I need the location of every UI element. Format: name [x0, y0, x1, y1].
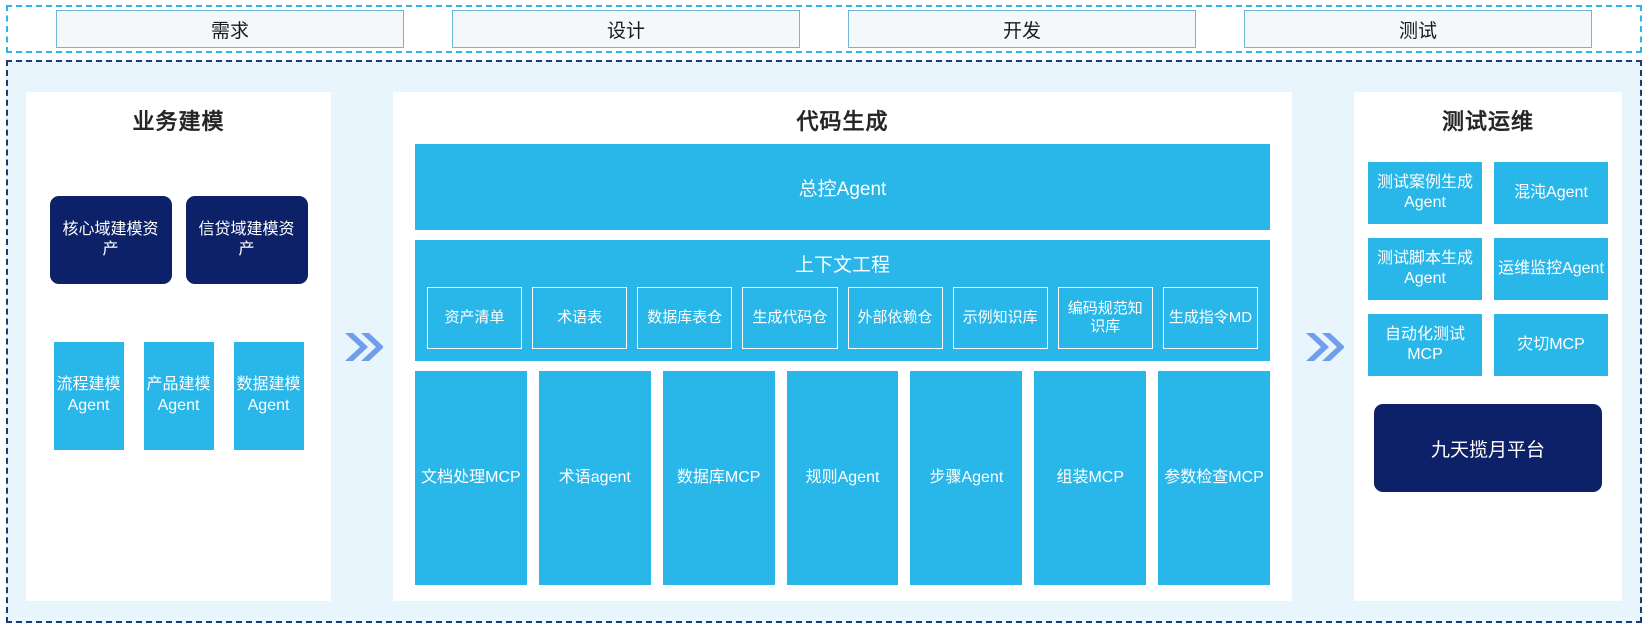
tool-rule-agent[interactable]: 规则Agent — [786, 371, 899, 585]
ops-grid: 测试案例生成Agent 混沌Agent 测试脚本生成Agent 运维监控Agen… — [1368, 162, 1608, 376]
ops-test-script-generation-agent[interactable]: 测试脚本生成Agent — [1368, 238, 1482, 300]
controller-agent-bar[interactable]: 总控Agent — [415, 144, 1270, 230]
context-item-label: 编码规范知识库 — [1067, 299, 1143, 335]
tool-label: 步骤Agent — [929, 468, 1004, 486]
tool-label: 规则Agent — [805, 468, 880, 486]
ops-label: 测试案例生成Agent — [1376, 173, 1473, 211]
modeling-agent-row: 流程建模Agent 产品建模Agent 数据建模Agent — [40, 342, 317, 450]
context-item-label: 生成指令MD — [1168, 308, 1253, 326]
tool-label: 术语agent — [558, 468, 631, 486]
ops-label: 混沌Agent — [1514, 183, 1588, 201]
ops-disaster-switch-mcp[interactable]: 灾切MCP — [1494, 314, 1608, 376]
ops-label: 运维监控Agent — [1498, 259, 1604, 277]
asset-label: 信贷域建模资产 — [198, 220, 295, 258]
panel-test-operations: 测试运维 测试案例生成Agent 混沌Agent 测试脚本生成Agent — [1354, 92, 1622, 601]
asset-label: 核心域建模资产 — [62, 220, 159, 258]
agent-label: 数据建模Agent — [236, 376, 301, 414]
asset-box-core-domain[interactable]: 核心域建模资产 — [49, 196, 172, 284]
tool-label: 文档处理MCP — [421, 468, 521, 486]
context-item-label: 数据库表仓 — [647, 308, 723, 326]
panel-title-business-modeling: 业务建模 — [132, 109, 225, 134]
tool-label: 参数检查MCP — [1164, 468, 1264, 486]
phase-label: 设计 — [606, 20, 645, 42]
context-item-asset-inventory[interactable]: 资产清单 — [427, 287, 523, 349]
asset-row: 核心域建模资产 信贷域建模资产 — [40, 196, 317, 284]
tool-assembly-mcp[interactable]: 组装MCP — [1034, 371, 1147, 585]
tool-label: 数据库MCP — [676, 468, 761, 486]
context-item-glossary[interactable]: 术语表 — [532, 287, 628, 349]
phase-label: 需求 — [210, 20, 249, 42]
tool-row: 文档处理MCP 术语agent 数据库MCP 规则Agent 步骤Agent — [415, 371, 1271, 585]
context-item-coding-standard-knowledge-base[interactable]: 编码规范知识库 — [1057, 287, 1153, 349]
phase-box-design[interactable]: 设计 — [452, 10, 800, 48]
context-item-label: 生成代码仓 — [752, 308, 828, 326]
ops-automated-test-mcp[interactable]: 自动化测试MCP — [1368, 314, 1482, 376]
context-item-label: 术语表 — [557, 308, 603, 326]
agent-label: 产品建模Agent — [146, 376, 211, 414]
context-item-generated-code-repo[interactable]: 生成代码仓 — [742, 287, 838, 349]
ops-monitoring-agent[interactable]: 运维监控Agent — [1494, 238, 1608, 300]
tool-database-mcp[interactable]: 数据库MCP — [662, 371, 775, 585]
phase-box-development[interactable]: 开发 — [848, 10, 1196, 48]
ops-label: 自动化测试MCP — [1384, 325, 1465, 363]
platform-label: 九天揽月平台 — [1430, 439, 1545, 461]
platform-jiutian-lanyue[interactable]: 九天揽月平台 — [1374, 404, 1602, 492]
double-chevron-right-icon-2 — [1292, 92, 1354, 601]
panel-title-code-generation: 代码生成 — [796, 109, 889, 134]
panel-title-test-operations: 测试运维 — [1441, 109, 1534, 134]
phase-label: 测试 — [1398, 20, 1437, 42]
tool-parameter-check-mcp[interactable]: 参数检查MCP — [1158, 371, 1271, 585]
ops-test-case-generation-agent[interactable]: 测试案例生成Agent — [1368, 162, 1482, 224]
ops-label: 测试脚本生成Agent — [1376, 249, 1473, 287]
panel-business-modeling: 业务建模 核心域建模资产 信贷域建模资产 流程建模Agent — [26, 92, 331, 601]
context-item-generation-instruction-md[interactable]: 生成指令MD — [1162, 287, 1258, 349]
context-item-example-knowledge-base[interactable]: 示例知识库 — [952, 287, 1048, 349]
phase-label: 开发 — [1002, 20, 1041, 42]
context-item-db-table-repo[interactable]: 数据库表仓 — [637, 287, 733, 349]
context-item-external-dependency-repo[interactable]: 外部依赖仓 — [847, 287, 943, 349]
tool-label: 组装MCP — [1056, 468, 1124, 486]
phase-box-testing[interactable]: 测试 — [1244, 10, 1592, 48]
agent-label: 流程建模Agent — [56, 376, 121, 414]
context-engineering-block: 上下文工程 资产清单 术语表 数据库表仓 — [415, 240, 1270, 361]
ops-chaos-agent[interactable]: 混沌Agent — [1494, 162, 1608, 224]
agent-data-modeling[interactable]: 数据建模Agent — [233, 342, 304, 450]
context-engineering-title: 上下文工程 — [794, 255, 890, 276]
ops-label: 灾切MCP — [1517, 335, 1585, 353]
context-item-label: 示例知识库 — [962, 308, 1038, 326]
phase-box-requirements[interactable]: 需求 — [56, 10, 404, 48]
controller-agent-label: 总控Agent — [798, 178, 887, 200]
context-item-label: 资产清单 — [444, 308, 505, 326]
asset-box-credit-domain[interactable]: 信贷域建模资产 — [185, 196, 308, 284]
tool-document-processing-mcp[interactable]: 文档处理MCP — [415, 371, 527, 585]
tool-step-agent[interactable]: 步骤Agent — [910, 371, 1023, 585]
tool-glossary-agent[interactable]: 术语agent — [538, 371, 651, 585]
double-chevron-right-icon-1 — [331, 92, 393, 601]
context-item-label: 外部依赖仓 — [857, 308, 933, 326]
panel-code-generation: 代码生成 总控Agent 上下文工程 资产清单 术语表 — [393, 92, 1292, 601]
agent-process-modeling[interactable]: 流程建模Agent — [53, 342, 124, 450]
main-architecture-area: 业务建模 核心域建模资产 信贷域建模资产 流程建模Agent — [6, 60, 1642, 623]
phase-band: 需求 设计 开发 测试 — [6, 5, 1642, 53]
agent-product-modeling[interactable]: 产品建模Agent — [143, 342, 214, 450]
